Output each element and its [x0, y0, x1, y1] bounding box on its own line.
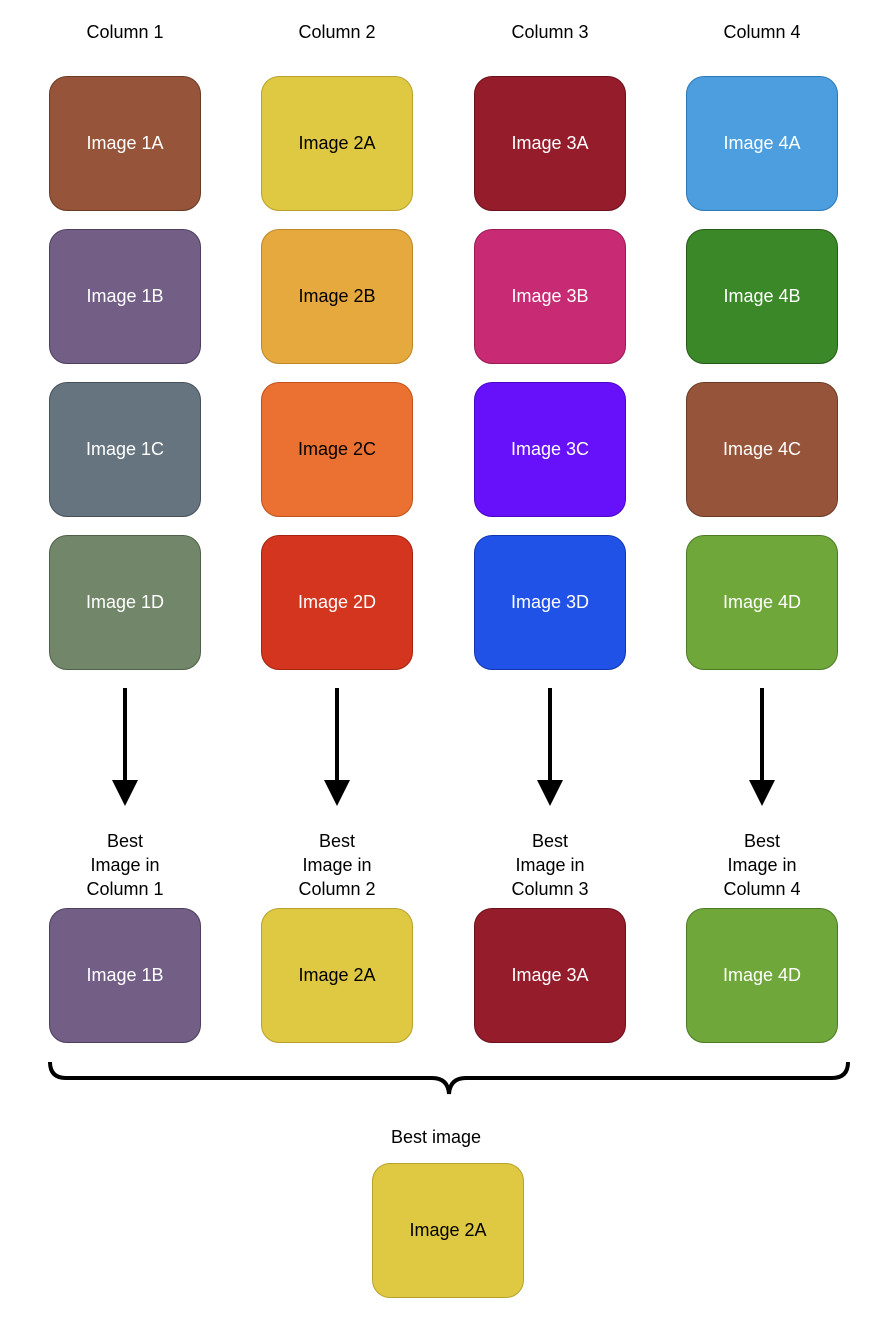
image-label: Image 1C [85, 439, 165, 459]
image-label: Image 3C [510, 439, 590, 459]
curly-brace [48, 1061, 850, 1095]
down-arrow-head [112, 780, 138, 806]
image-label: Image 4D [722, 592, 802, 612]
image-label: Image 3A [511, 133, 589, 153]
image-label: Image 2A [298, 133, 376, 153]
image-label: Image 2B [298, 286, 376, 306]
best-caption-line: Column 4 [723, 879, 801, 899]
down-arrow-head [749, 780, 775, 806]
best-caption-line: Column 2 [298, 879, 376, 899]
column-header: Column 2 [298, 22, 376, 42]
best-caption-line: Image in [90, 855, 160, 875]
best-caption-line: Image in [302, 855, 372, 875]
image-label: Image 2A [298, 965, 376, 985]
image-tile: Image 1B [49, 229, 201, 364]
column-header: Column 4 [723, 22, 801, 42]
image-label: Image 3A [511, 965, 589, 985]
image-label: Image 4C [722, 439, 802, 459]
best-caption-line: Image in [515, 855, 585, 875]
best-caption-line: Best [318, 831, 356, 851]
image-label: Image 1A [86, 133, 164, 153]
image-tile: Image 3C [474, 382, 626, 517]
image-tile: Image 1A [49, 76, 201, 211]
image-tile: Image 1C [49, 382, 201, 517]
image-label: Image 2D [297, 592, 377, 612]
best-caption-line: Image in [727, 855, 797, 875]
image-tile: Image 2C [261, 382, 413, 517]
best-caption-line: Best [531, 831, 569, 851]
image-label: Image 3D [510, 592, 590, 612]
best-caption-line: Column 3 [511, 879, 589, 899]
image-label: Image 4D [722, 965, 802, 985]
image-label: Image 1B [86, 286, 164, 306]
image-tile: Image 2B [261, 229, 413, 364]
image-tile: Image 4D [686, 535, 838, 670]
image-tile: Image 4C [686, 382, 838, 517]
best-caption-line: Column 1 [86, 879, 164, 899]
image-tile: Image 3B [474, 229, 626, 364]
best-caption-line: Best [106, 831, 144, 851]
best-image-tile: Image 4D [686, 908, 838, 1043]
down-arrow-head [324, 780, 350, 806]
image-label: Image 3B [511, 286, 589, 306]
image-label: Image 2C [297, 439, 377, 459]
final-best-image-tile: Image 2A [372, 1163, 524, 1298]
image-label: Image 4A [723, 133, 801, 153]
image-tile: Image 4A [686, 76, 838, 211]
best-image-tile: Image 1B [49, 908, 201, 1043]
image-tile: Image 3D [474, 535, 626, 670]
down-arrow-head [537, 780, 563, 806]
image-tile: Image 2A [261, 76, 413, 211]
column-header: Column 1 [86, 22, 164, 42]
image-tile: Image 3A [474, 76, 626, 211]
image-label: Image 4B [723, 286, 801, 306]
image-label: Image 1B [86, 965, 164, 985]
best-caption-line: Best [743, 831, 781, 851]
image-tile: Image 4B [686, 229, 838, 364]
image-label: Image 2A [409, 1220, 487, 1240]
image-label: Image 1D [85, 592, 165, 612]
column-header: Column 3 [511, 22, 589, 42]
final-caption: Best image [390, 1127, 482, 1147]
image-tile: Image 1D [49, 535, 201, 670]
image-tile: Image 2D [261, 535, 413, 670]
best-image-tile: Image 2A [261, 908, 413, 1043]
best-image-tile: Image 3A [474, 908, 626, 1043]
